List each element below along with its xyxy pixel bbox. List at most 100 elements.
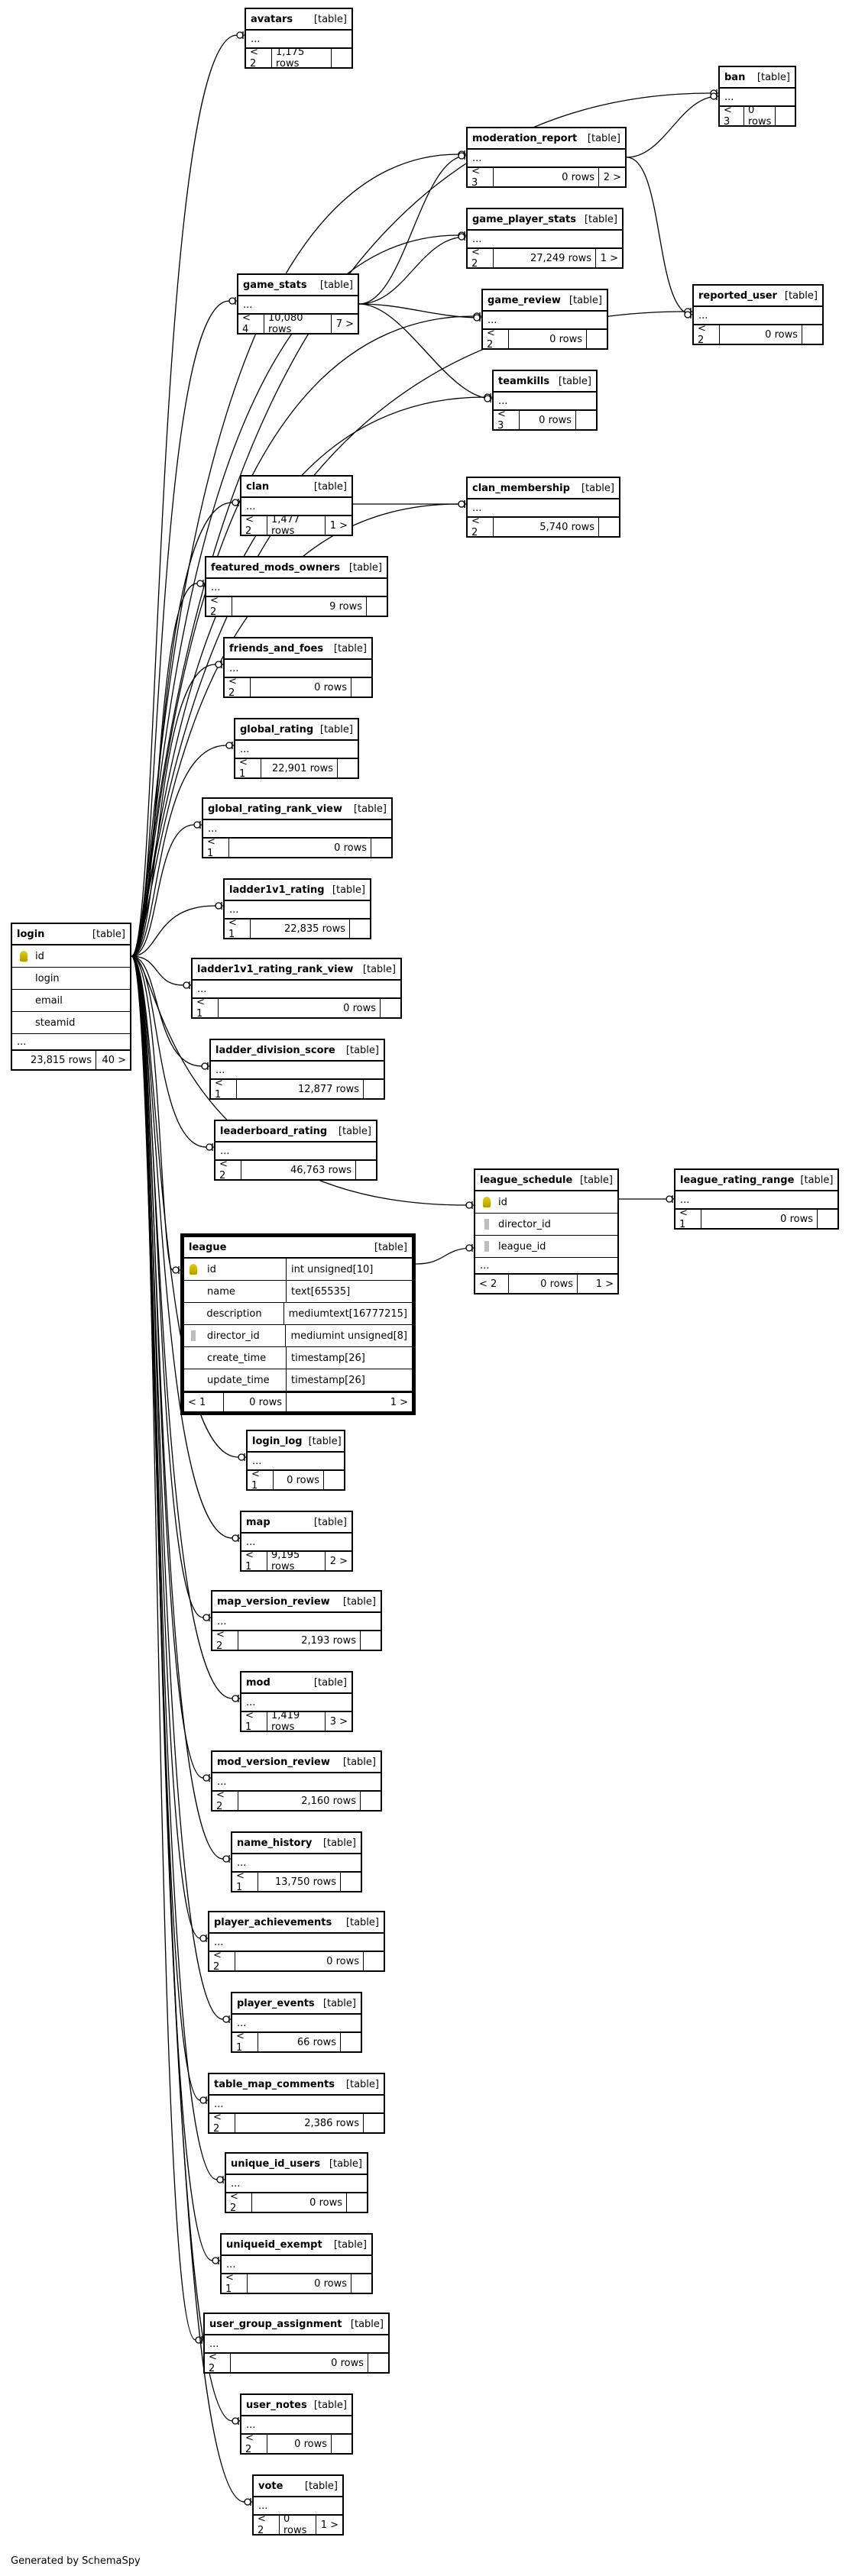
parents-count: < 1 [211,1078,237,1101]
more-columns: ... [211,1062,384,1080]
parents-count: < 1 [203,836,229,859]
column-type: timestamp[26] [291,1374,365,1386]
table-name: league_schedule [480,1174,573,1186]
more-columns: ... [494,393,596,411]
row-count: 1,477 rows [267,514,326,537]
table-kind: [table] [338,1125,371,1137]
empty-cell [347,2193,367,2212]
row-count: 9 rows [232,597,367,616]
edge-game_stats-game_review [358,303,482,318]
table-name: reported_user [698,289,777,302]
edge-login-global_rating [131,745,234,957]
table-name: map [246,1516,271,1528]
generator-credit: Generated by SchemaSpy [11,2555,141,2567]
more-columns: ... [206,579,387,597]
parents-count: < 2 [468,247,494,270]
row-count: 22,901 rows [261,759,338,777]
table-kind: [table] [313,1676,347,1689]
more-columns: ... [254,2497,342,2516]
children-count: 7 > [335,318,354,330]
edge-end-gs-game_player_stats [458,233,465,241]
table-name: login_log [252,1435,303,1447]
table-name: vote [258,2480,283,2492]
parents-count: < 1 [241,1550,267,1572]
table-name: ladder1v1_rating_rank_view [197,963,354,975]
table-league_schedule[interactable]: league_schedule[table] id director_id le… [474,1168,619,1294]
more-columns: ... [238,296,358,315]
table-login[interactable]: login[table] id login email steamid ... … [11,923,131,1071]
edge-moderation_report-ban [626,95,719,158]
table-name: ban [724,71,746,83]
edge-end-unique_id_users [216,2176,224,2183]
parents-count: < 2 [694,323,720,346]
table-name: teamkills [498,375,550,387]
parents-count: < 2 [241,2432,267,2455]
empty-cell [356,1161,376,1179]
empty-cell [332,2435,351,2453]
empty-cell [351,678,371,697]
parents-count: < 1 [675,1207,701,1230]
edge-end-game_stats [228,297,236,305]
more-columns: ... [232,1854,361,1873]
parents-count: < 1 [235,757,261,780]
table-name: featured_mods_owners [211,561,340,574]
parents-count: < 1 [184,1393,224,1411]
empty-cell [587,330,607,348]
edge-end-friends_and_foes [215,661,222,668]
edge-end-map [232,1534,239,1542]
column-name: id [498,1196,507,1208]
children-count: 1 > [595,1278,614,1290]
row-count: 22,835 rows [251,920,350,938]
table-kind: [table] [374,1241,407,1253]
row-count: 23,815 rows [12,1051,96,1069]
table-kind: [table] [362,963,396,975]
more-columns: ... [694,307,822,325]
empty-cell [351,2274,371,2293]
edge-end-clan_membership [458,500,465,508]
parents-count: < 1 [248,1469,274,1492]
edge-end-name_history [222,1855,230,1863]
edge-end-mr-ban [710,92,718,100]
edge-end-gs-moderation_report [458,152,465,160]
edge-end-mod [232,1695,239,1702]
more-columns: ... [480,1259,490,1272]
more-columns: ... [235,741,358,759]
table-name: global_rating_rank_view [208,803,342,815]
table-name: login [17,928,45,940]
